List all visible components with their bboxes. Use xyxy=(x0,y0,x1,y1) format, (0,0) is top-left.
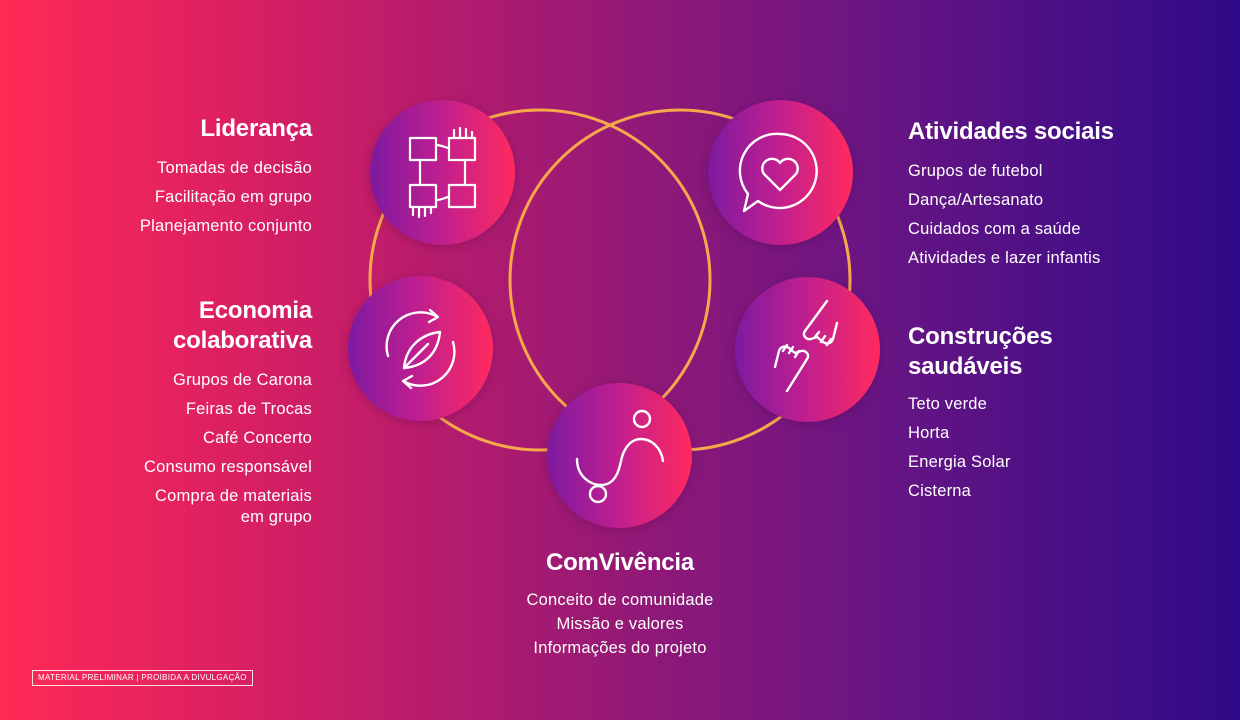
node-lideranca xyxy=(370,100,515,245)
construcoes-title: Construções saudáveis xyxy=(908,322,1208,382)
list-item: Café Concerto xyxy=(203,429,312,447)
list-item: Teto verde xyxy=(908,395,988,413)
comvivencia-block: ComVivência Conceito de comunidade Missã… xyxy=(462,548,778,662)
construcoes-title-line2: saudáveis xyxy=(908,353,1023,380)
list-item-line: Compra de materiais xyxy=(155,487,312,505)
economia-list: Grupos de Carona Feiras de Trocas Café C… xyxy=(60,370,312,528)
recycle-leaf-icon xyxy=(385,308,456,390)
orbit-ring-left xyxy=(368,108,712,452)
list-item: Cisterna xyxy=(908,482,972,500)
economia-block: Economia colaborativa Grupos de Carona F… xyxy=(60,296,312,536)
list-item: Grupos de Carona xyxy=(173,371,312,389)
joined-hands-icon xyxy=(408,126,477,219)
fist-bump-icon xyxy=(773,299,839,393)
list-item: Cuidados com a saúde xyxy=(908,220,1081,238)
economia-title-line2: colaborativa xyxy=(173,327,312,354)
list-item: Dança/Artesanato xyxy=(908,191,1044,209)
people-connection-icon xyxy=(575,409,665,504)
construcoes-block: Construções saudáveis Teto verde Horta E… xyxy=(908,322,1208,510)
list-item-line: em grupo xyxy=(240,508,312,526)
node-economia-colaborativa xyxy=(348,276,493,421)
node-construcoes-saudaveis xyxy=(735,277,880,422)
list-item: Tomadas de decisão xyxy=(157,159,312,177)
lideranca-list: Tomadas de decisão Facilitação em grupo … xyxy=(60,158,312,237)
economia-title: Economia colaborativa xyxy=(60,296,312,356)
node-comvivencia xyxy=(547,383,692,528)
list-item: Planejamento conjunto xyxy=(139,217,312,235)
list-item: Compra de materiais em grupo xyxy=(60,486,312,528)
list-item: Informações do projeto xyxy=(533,639,707,657)
list-item: Consumo responsável xyxy=(144,458,312,476)
construcoes-title-line1: Construções xyxy=(908,323,1053,350)
list-item: Energia Solar xyxy=(908,453,1011,471)
heart-speech-bubble-icon xyxy=(738,132,818,213)
comvivencia-list: Conceito de comunidade Missão e valores … xyxy=(462,590,778,659)
atividades-title: Atividades sociais xyxy=(908,118,1114,145)
lideranca-title: Liderança xyxy=(200,115,312,142)
node-atividades-sociais xyxy=(708,100,853,245)
list-item: Conceito de comunidade xyxy=(526,591,714,609)
list-item: Horta xyxy=(908,424,950,442)
list-item: Missão e valores xyxy=(556,615,684,633)
economia-title-line1: Economia xyxy=(198,297,312,324)
list-item: Feiras de Trocas xyxy=(185,400,312,418)
disclaimer-badge: MATERIAL PRELIMINAR | PROIBIDA A DIVULGA… xyxy=(32,670,253,686)
comvivencia-title: ComVivência xyxy=(545,549,695,576)
list-item: Grupos de futebol xyxy=(908,162,1043,180)
construcoes-list: Teto verde Horta Energia Solar Cisterna xyxy=(908,394,1208,502)
list-item: Facilitação em grupo xyxy=(154,188,312,206)
atividades-list: Grupos de futebol Dança/Artesanato Cuida… xyxy=(908,161,1208,269)
lideranca-block: Liderança Tomadas de decisão Facilitação… xyxy=(60,114,312,245)
list-item: Atividades e lazer infantis xyxy=(908,249,1101,267)
atividades-block: Atividades sociais Grupos de futebol Dan… xyxy=(908,117,1208,277)
